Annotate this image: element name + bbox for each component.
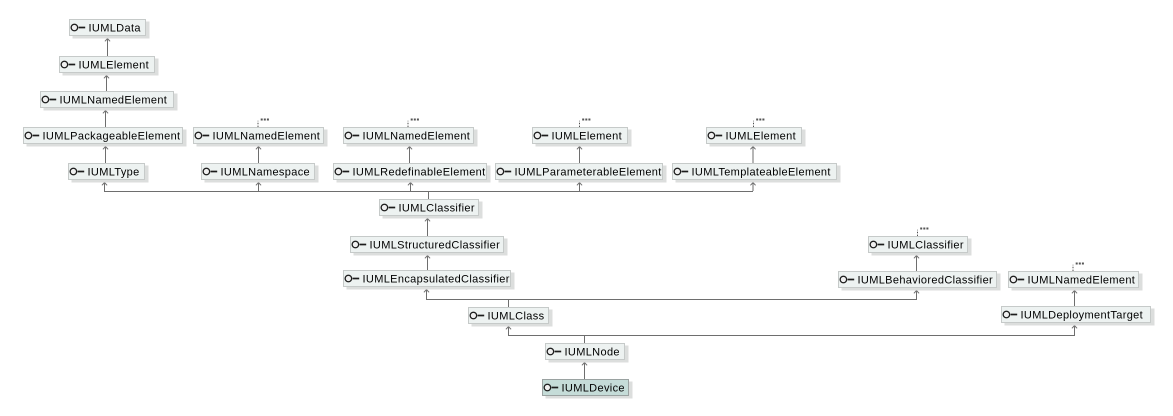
svg-text:IUMLNode: IUMLNode — [565, 347, 620, 359]
svg-text:IUMLNamedElement: IUMLNamedElement — [60, 95, 168, 107]
svg-text:IUMLClassifier: IUMLClassifier — [888, 240, 964, 252]
svg-text:IUMLNamedElement: IUMLNamedElement — [363, 131, 471, 143]
svg-text:IUMLRedefinableElement: IUMLRedefinableElement — [353, 167, 486, 179]
svg-text:IUMLType: IUMLType — [88, 167, 140, 179]
svg-text:IUMLEncapsulatedClassifier: IUMLEncapsulatedClassifier — [363, 274, 510, 286]
svg-text:IUMLData: IUMLData — [89, 23, 142, 35]
svg-text:IUMLClassifier: IUMLClassifier — [399, 203, 475, 215]
svg-text:IUMLNamedElement: IUMLNamedElement — [213, 131, 321, 143]
svg-text:IUMLBehavioredClassifier: IUMLBehavioredClassifier — [858, 275, 994, 287]
svg-text:IUMLParameterableElement: IUMLParameterableElement — [515, 167, 662, 179]
svg-text:IUMLElement: IUMLElement — [726, 131, 796, 143]
svg-text:IUMLNamedElement: IUMLNamedElement — [1028, 275, 1136, 287]
svg-text:IUMLPackageableElement: IUMLPackageableElement — [43, 131, 181, 143]
svg-text:IUMLStructuredClassifier: IUMLStructuredClassifier — [370, 240, 501, 252]
svg-text:IUMLTemplateableElement: IUMLTemplateableElement — [692, 167, 831, 179]
svg-text:IUMLElement: IUMLElement — [552, 131, 622, 143]
svg-text:IUMLElement: IUMLElement — [79, 60, 149, 72]
svg-text:IUMLDeploymentTarget: IUMLDeploymentTarget — [1021, 310, 1144, 322]
svg-text:IUMLNamespace: IUMLNamespace — [221, 167, 311, 179]
svg-text:IUMLClass: IUMLClass — [488, 311, 545, 323]
svg-text:IUMLDevice: IUMLDevice — [562, 383, 625, 395]
